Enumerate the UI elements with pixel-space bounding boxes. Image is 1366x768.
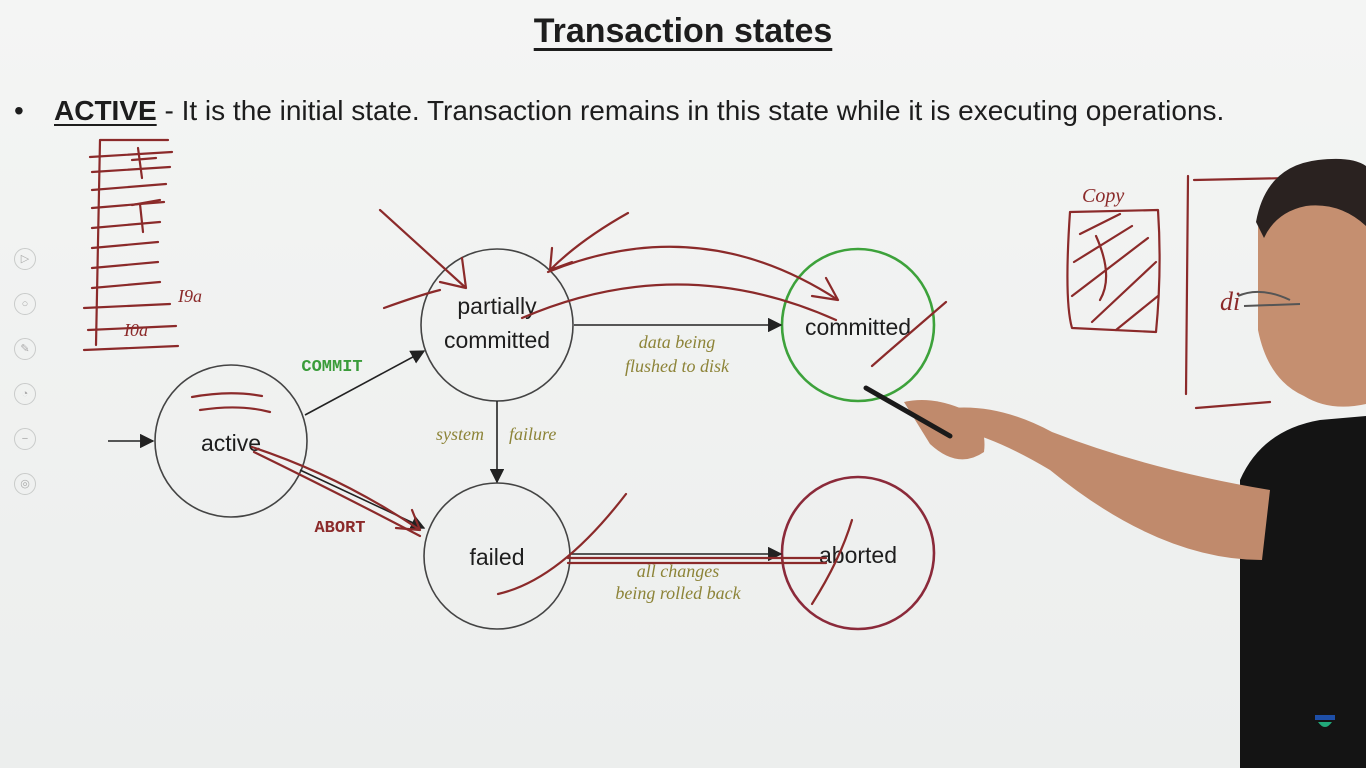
ink-log-lines — [82, 150, 180, 352]
ink-tick-aborted — [810, 518, 854, 606]
ink-lines-active — [190, 392, 272, 414]
unacademy-logo-icon — [1315, 715, 1335, 727]
presenter-pen — [863, 385, 953, 439]
state-failed-label: failed — [470, 544, 525, 570]
presenter-hair — [1256, 158, 1366, 238]
presenter-hand — [904, 400, 985, 460]
ink-copy-hatch — [1070, 212, 1160, 332]
failure-note: failure — [509, 424, 556, 444]
presenter-shirt — [1240, 416, 1366, 768]
state-active-label: active — [201, 430, 261, 456]
tool-play-icon[interactable]: ▷ — [14, 248, 36, 270]
ink-tick-failed — [496, 492, 628, 596]
abort-label: ABORT — [314, 519, 365, 538]
presenter-arm — [952, 407, 1270, 560]
ink-tick-committed — [870, 300, 948, 368]
ink-log-label-1: I9a — [177, 286, 202, 306]
ink-disk-box — [1184, 174, 1292, 410]
rollback-note-line2: being rolled back — [615, 583, 741, 603]
state-aborted-label: aborted — [819, 542, 897, 568]
ink-curve-lower — [520, 283, 838, 322]
commit-arrow — [304, 350, 426, 416]
ink-arrow-into-partial — [378, 208, 468, 290]
ink-log-marks — [130, 146, 162, 234]
ink-log-label-2: I0a — [123, 320, 148, 340]
presenter-face — [1258, 167, 1366, 407]
system-note: system — [436, 424, 484, 444]
flush-note-line1: data being — [639, 332, 716, 352]
commit-label: COMMIT — [301, 358, 362, 377]
state-partially-label-line2: committed — [444, 327, 550, 353]
ink-rollback-lines — [566, 556, 828, 565]
ink-disk-label: di — [1220, 287, 1240, 316]
pen-toolbar[interactable]: ▷ ○ ✎ ◔ − ◎ — [14, 248, 40, 518]
tool-pen-icon[interactable]: ✎ — [14, 338, 36, 360]
rollback-note-line1: all changes — [637, 561, 720, 581]
bullet-term: ACTIVE — [54, 95, 157, 126]
state-committed-label: committed — [805, 314, 911, 340]
bullet-active-definition: • ACTIVE - It is the initial state. Trans… — [14, 95, 1366, 127]
tool-minus-icon[interactable]: − — [14, 428, 36, 450]
ink-curve-upper — [546, 245, 840, 302]
flush-note-line2: flushed to disk — [625, 356, 730, 376]
presenter — [863, 158, 1366, 768]
ink-arrow-top — [548, 211, 630, 272]
ink-arrow-abort — [250, 445, 422, 532]
ink-annotations: I9a I0a Copy di — [82, 138, 1292, 606]
ink-copy-label: Copy — [1082, 185, 1124, 207]
slide-title: Transaction states — [533, 12, 833, 50]
presenter-glasses — [1237, 290, 1301, 307]
ink-log-bracket — [94, 138, 170, 347]
ink-stroke-partial — [382, 288, 442, 310]
state-active-circle — [154, 364, 308, 518]
tool-settings-icon[interactable]: ◎ — [14, 473, 36, 495]
ink-copy-box — [1066, 208, 1161, 334]
tool-circle-icon[interactable]: ○ — [14, 293, 36, 315]
bullet-text: - It is the initial state. Transaction r… — [156, 95, 1225, 126]
bullet-dot: • — [14, 95, 24, 126]
ink-arrow-abort-2 — [252, 450, 422, 538]
state-partially-label-line1: partially — [457, 293, 537, 319]
tool-highlight-icon[interactable]: ◔ — [14, 383, 36, 405]
